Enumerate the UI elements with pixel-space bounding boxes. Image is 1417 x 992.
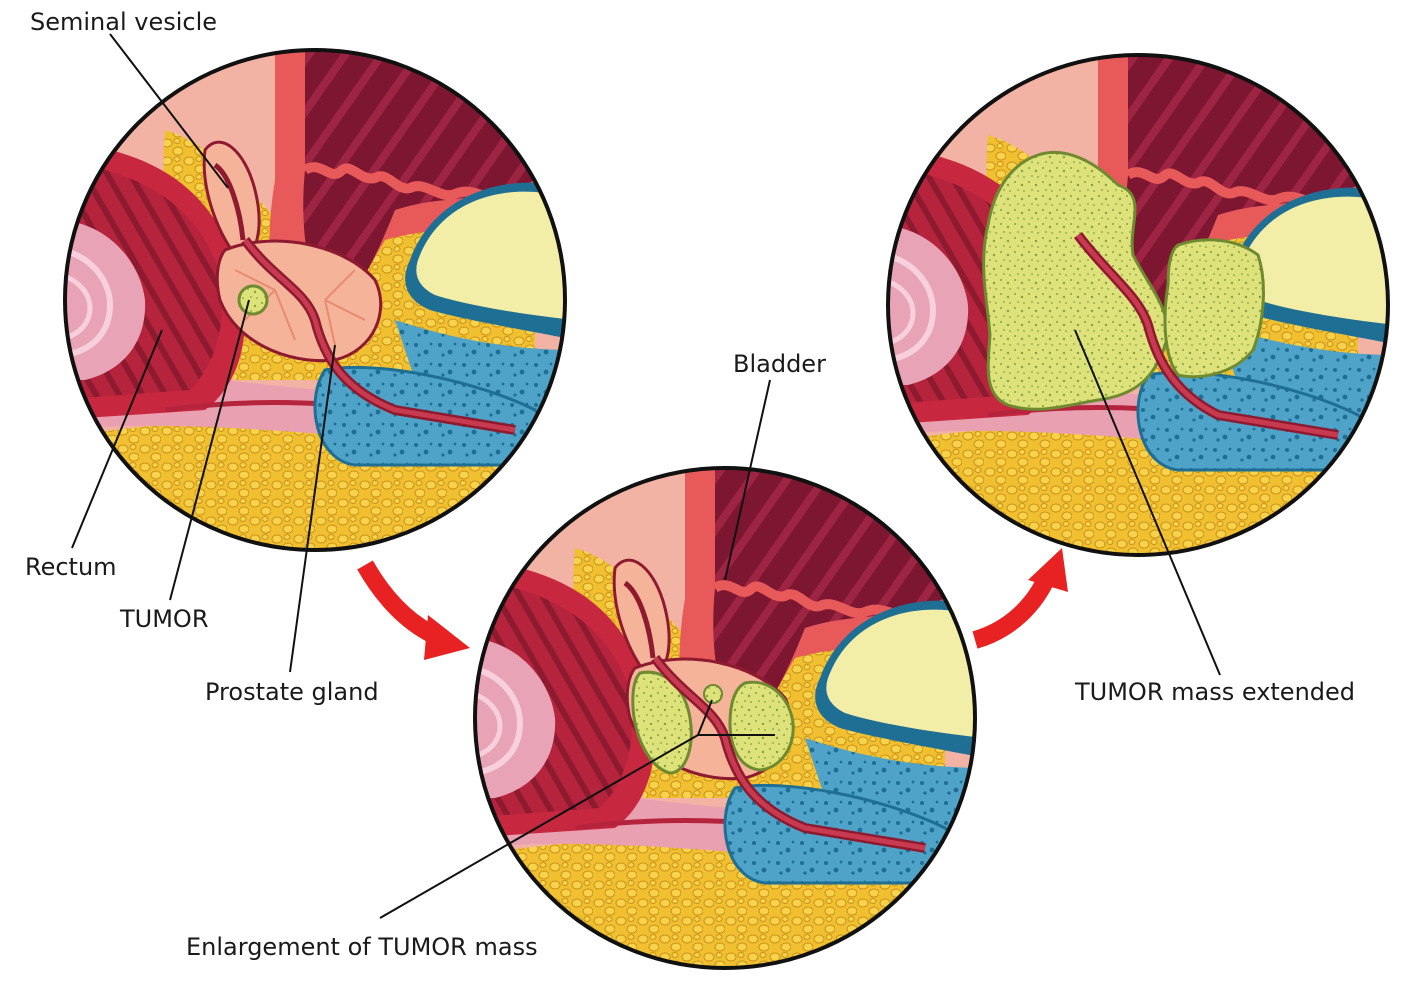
tumor-mass-extended-right: [1163, 238, 1265, 379]
tumor-small: [237, 284, 269, 316]
label-bladder: Bladder: [733, 350, 826, 378]
stage-enlarged-circle: [473, 466, 977, 970]
label-rectum: Rectum: [25, 553, 117, 581]
label-prostate-gland: Prostate gland: [205, 678, 379, 706]
label-enlargement: Enlargement of TUMOR mass: [186, 933, 538, 961]
leader-lines: [71, 33, 1221, 919]
label-tumor-mass-extended: TUMOR mass extended: [1074, 678, 1355, 706]
arrow-stage-1-to-2: [357, 560, 470, 660]
stage-early-circle: [63, 48, 567, 552]
label-tumor: TUMOR: [119, 605, 209, 633]
tumor-mass-right: [728, 680, 795, 772]
stage-extended-circle: [886, 53, 1390, 557]
label-seminal-vesicle: Seminal vesicle: [30, 8, 217, 36]
tumor-mass-extended-left: [982, 150, 1170, 411]
arrow-stage-2-to-3: [972, 548, 1068, 649]
